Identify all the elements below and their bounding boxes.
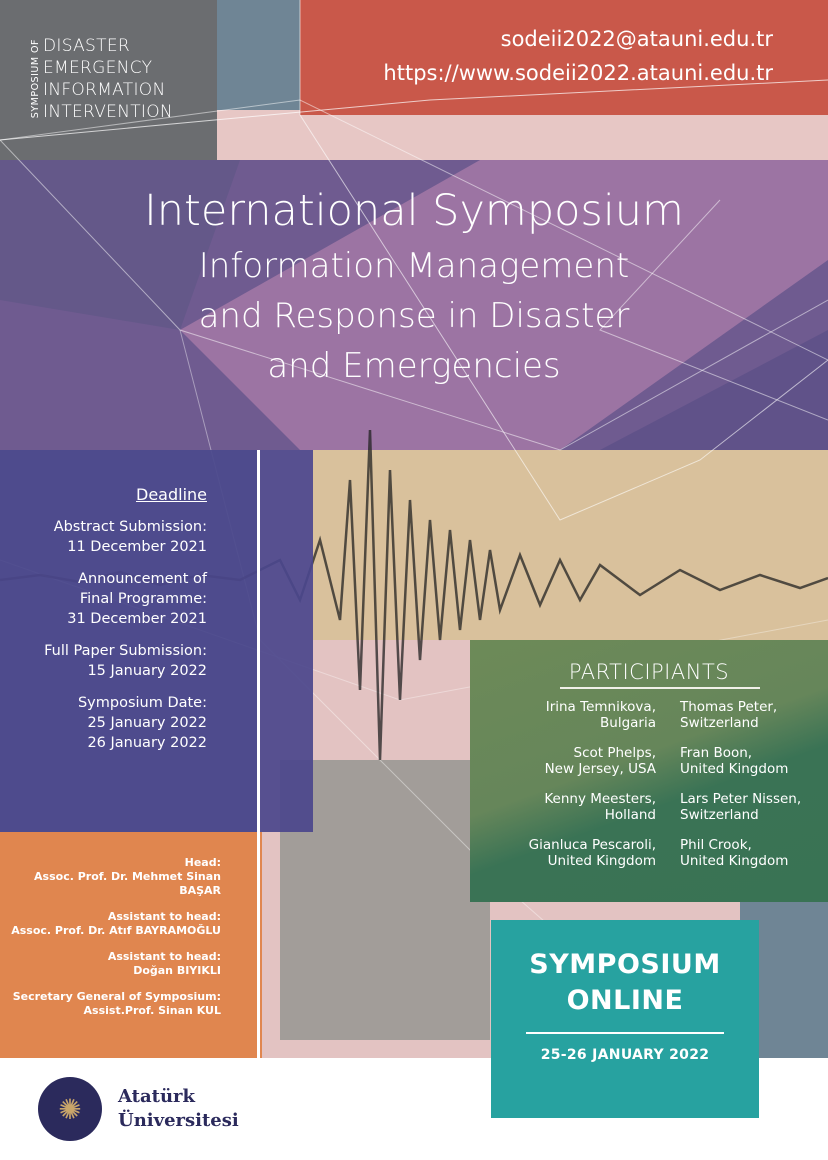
university-name: Üniversitesi (118, 1110, 239, 1131)
bg-gray-mid (280, 760, 490, 1040)
deadline-label: Full Paper Submission: (44, 643, 207, 659)
deadline-label: Final Programme: (79, 591, 207, 607)
organizer-name: Assoc. Prof. Dr. Atıf BAYRAMOĞLU (11, 924, 221, 937)
deadline-date: 31 December 2021 (67, 611, 207, 627)
participants-panel (470, 640, 828, 902)
symposium-logo: SYMPOSIUM OF DISASTER EMERGENCY INFORMAT… (30, 35, 173, 123)
participants-row: Gianluca Pescaroli,United Kingdom Phil C… (470, 837, 828, 869)
participant: Scot Phelps,New Jersey, USA (470, 745, 656, 777)
participant-country: Switzerland (680, 715, 759, 731)
participants-row: Irina Temnikova,Bulgaria Thomas Peter,Sw… (470, 699, 828, 731)
organizer-role: Assistant to head: (107, 910, 221, 923)
deadline-item: Abstract Submission: 11 December 2021 (0, 517, 207, 557)
participant-country: Holland (604, 807, 656, 823)
bg-gray-logo (0, 0, 217, 165)
deadline-heading: Deadline (136, 485, 207, 504)
badge-divider (526, 1032, 724, 1034)
deadline-date: 15 January 2022 (87, 663, 207, 679)
subtitle-line: Information Management (198, 246, 630, 286)
bg-red (300, 0, 828, 115)
participants-row: Scot Phelps,New Jersey, USA Fran Boon,Un… (470, 745, 828, 777)
email-link[interactable]: sodeii2022@atauni.edu.tr (500, 27, 773, 51)
university-logo: ✺ Atatürk Üniversitesi (38, 1077, 239, 1141)
participant-name: Scot Phelps, (573, 745, 656, 761)
deadline-item: Symposium Date: 25 January 2022 26 Janua… (0, 693, 207, 753)
participant-name: Phil Crook, (680, 837, 752, 853)
deadline-label: Abstract Submission: (53, 519, 207, 535)
heading-underline (560, 687, 760, 689)
online-line: SYMPOSIUM (529, 949, 721, 980)
organizer: Assistant to head:Assoc. Prof. Dr. Atıf … (0, 910, 221, 938)
participant: Phil Crook,United Kingdom (656, 837, 788, 869)
pink-triangle (180, 160, 828, 450)
deadline-date: 25 January 2022 (87, 715, 207, 731)
participants-heading: PARTICIPIANTS (568, 660, 730, 684)
subtitle-line: and Response in Disaster (198, 296, 630, 336)
deadline-section: Deadline Abstract Submission: 11 Decembe… (0, 485, 207, 765)
logo-line: INTERVENTION (43, 102, 173, 122)
logo-line: INFORMATION (43, 80, 166, 100)
deadline-item: Announcement of Final Programme: 31 Dece… (0, 569, 207, 629)
deadline-date: 11 December 2021 (67, 539, 207, 555)
participant: Lars Peter Nissen,Switzerland (656, 791, 801, 823)
dark-triangle (0, 160, 240, 330)
deadline-item: Full Paper Submission: 15 January 2022 (0, 641, 207, 681)
participant-country: United Kingdom (680, 853, 789, 869)
participant-name: Lars Peter Nissen, (680, 791, 802, 807)
participant-country: New Jersey, USA (544, 761, 656, 777)
organizer: Secretary General of Symposium:Assist.Pr… (0, 990, 221, 1018)
organizers-section: Head:Assoc. Prof. Dr. Mehmet Sinan BAŞAR… (0, 856, 221, 1030)
title-line: International Symposium (144, 186, 684, 236)
participant-name: Irina Temnikova, (545, 699, 656, 715)
symposium-online-badge: SYMPOSIUM ONLINE 25-26 JANUARY 2022 (491, 920, 759, 1118)
participant: Thomas Peter,Switzerland (656, 699, 777, 731)
organizer-name: Assist.Prof. Sinan KUL (83, 1004, 221, 1017)
university-name: Atatürk (118, 1086, 195, 1107)
logo-vertical-text: SYMPOSIUM OF (30, 39, 41, 119)
participant-country: United Kingdom (680, 761, 789, 777)
deadline-date: 26 January 2022 (87, 735, 207, 751)
participant-name: Thomas Peter, (680, 699, 778, 715)
logo-line: DISASTER (43, 36, 130, 56)
participant: Gianluca Pescaroli,United Kingdom (470, 837, 656, 869)
organizers-panel (0, 832, 262, 1058)
poster-title: International Symposium Information Mana… (0, 183, 828, 389)
university-seal-icon: ✺ (38, 1077, 102, 1141)
subtitle-line: and Emergencies (267, 346, 561, 386)
organizer-role: Head: (184, 856, 221, 869)
organizer-role: Secretary General of Symposium: (12, 990, 221, 1003)
bg-tan (313, 450, 828, 640)
organizer-role: Assistant to head: (107, 950, 221, 963)
participant-country: Bulgaria (600, 715, 656, 731)
participants-section: PARTICIPIANTS Irina Temnikova,Bulgaria T… (470, 660, 828, 883)
online-line: ONLINE (566, 985, 684, 1016)
participant-name: Kenny Meesters, (544, 791, 656, 807)
website-link[interactable]: https://www.sodeii2022.atauni.edu.tr (383, 61, 773, 85)
symposium-date: 25-26 JANUARY 2022 (540, 1046, 710, 1063)
organizer: Assistant to head:Doğan BIYIKLI (0, 950, 221, 978)
participant: Irina Temnikova,Bulgaria (470, 699, 656, 731)
participant-name: Gianluca Pescaroli, (528, 837, 656, 853)
deadline-label: Announcement of (78, 571, 207, 587)
participant: Fran Boon,United Kingdom (656, 745, 788, 777)
participant-name: Fran Boon, (680, 745, 753, 761)
deadline-label: Symposium Date: (77, 695, 207, 711)
dark-triangle (600, 330, 828, 450)
participant: Kenny Meesters,Holland (470, 791, 656, 823)
organizer-name: Assoc. Prof. Dr. Mehmet Sinan BAŞAR (34, 870, 221, 897)
logo-line: EMERGENCY (43, 58, 153, 78)
participants-row: Kenny Meesters,Holland Lars Peter Nissen… (470, 791, 828, 823)
deadline-panel (0, 450, 313, 832)
organizer: Head:Assoc. Prof. Dr. Mehmet Sinan BAŞAR (0, 856, 221, 898)
participant-country: Switzerland (680, 807, 759, 823)
divider-line (257, 450, 260, 1058)
participant-country: United Kingdom (547, 853, 656, 869)
contact-info: sodeii2022@atauni.edu.tr https://www.sod… (383, 22, 773, 90)
organizer-name: Doğan BIYIKLI (133, 964, 221, 977)
